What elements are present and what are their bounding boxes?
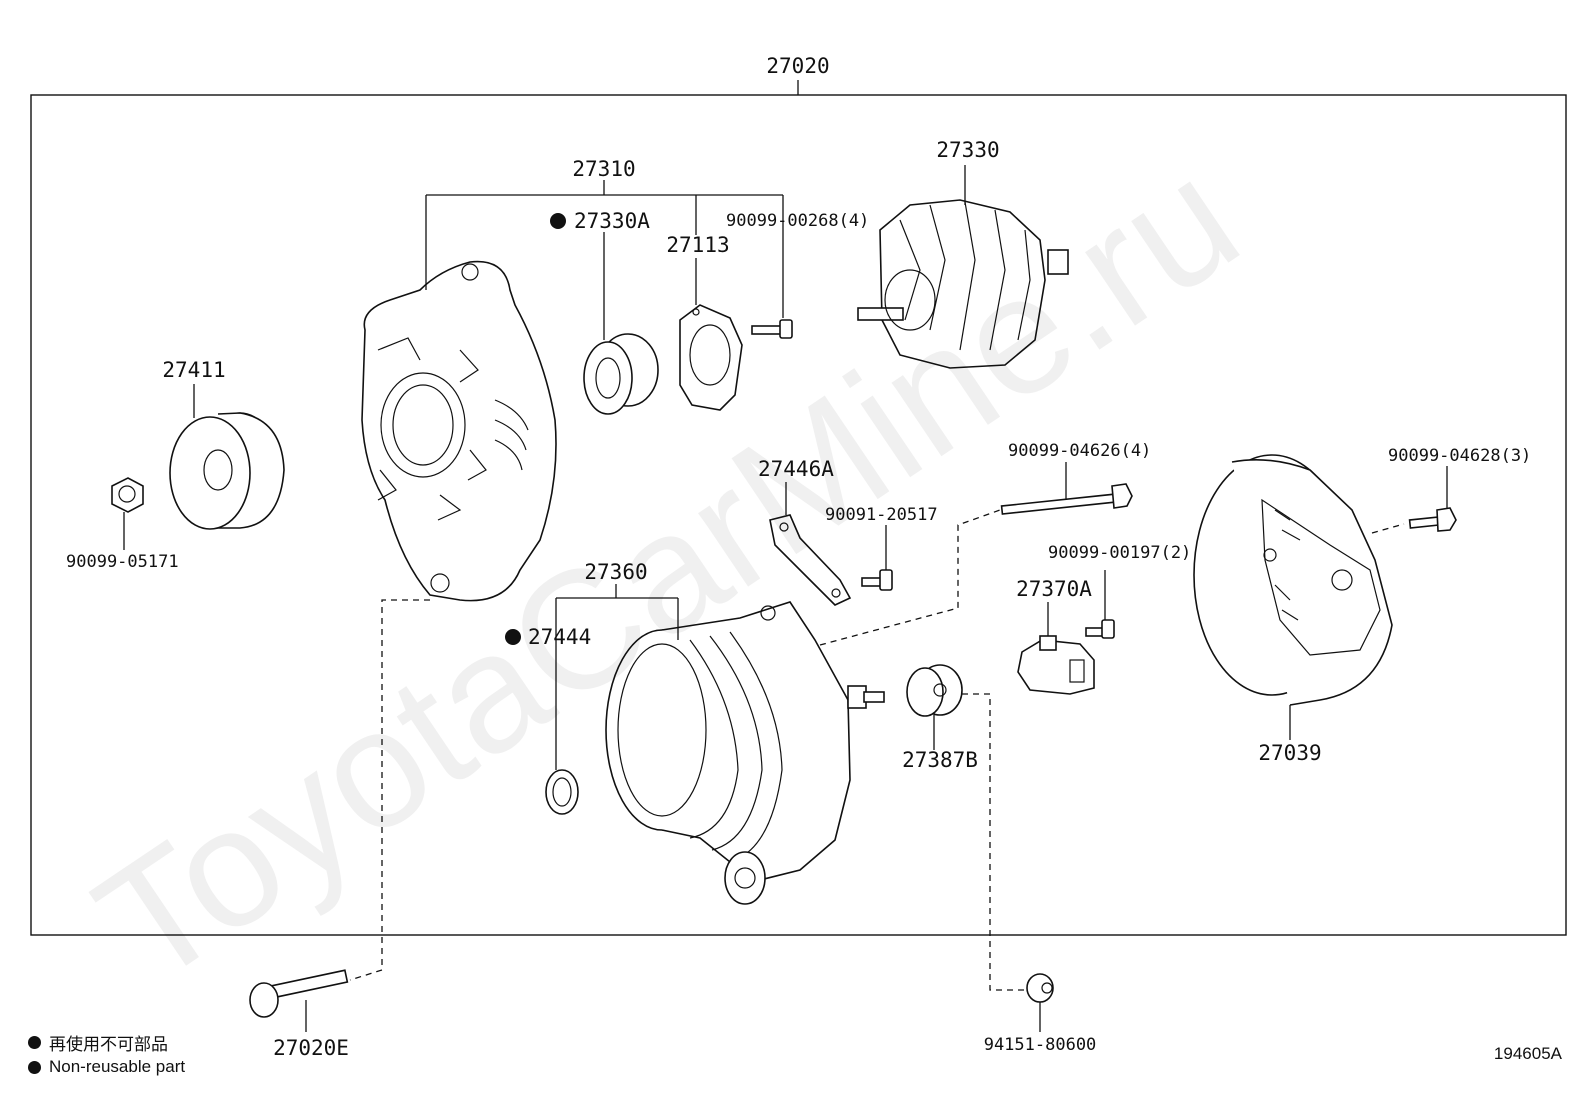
label-27020[interactable]: 27020 — [766, 54, 829, 78]
label-27113[interactable]: 27113 — [666, 233, 729, 257]
insulator-27387B — [906, 664, 963, 717]
label-90099-00197[interactable]: 90099-00197(2) — [1048, 543, 1191, 563]
non-reusable-marker-icon — [550, 213, 566, 229]
bearing-27330A — [583, 333, 659, 415]
washer-27444 — [545, 769, 579, 815]
retainer-27113 — [679, 304, 743, 411]
label-27330A[interactable]: 27330A — [574, 209, 650, 233]
label-90099-04626[interactable]: 90099-04626(4) — [1008, 441, 1151, 461]
label-27444[interactable]: 27444 — [528, 625, 591, 649]
drive-end-frame-27310 — [361, 260, 557, 602]
screw-90099-00268 — [751, 319, 793, 339]
bolt-27020E — [249, 969, 349, 1018]
pulley-27411 — [169, 412, 285, 530]
label-27387B[interactable]: 27387B — [902, 748, 978, 772]
legend-en-text: Non-reusable part — [49, 1057, 186, 1076]
label-27039[interactable]: 27039 — [1258, 741, 1321, 765]
label-94151-80600[interactable]: 94151-80600 — [984, 1035, 1097, 1055]
bracket-27446A — [769, 514, 852, 606]
relation-line-2 — [819, 509, 1001, 646]
legend-en: Non-reusable part — [28, 1057, 185, 1077]
relation-line-4 — [1371, 523, 1405, 534]
label-27310[interactable]: 27310 — [572, 157, 635, 181]
label-27411[interactable]: 27411 — [162, 358, 225, 382]
bolt-90099-04626 — [1000, 483, 1133, 515]
legend-jp: 再使用不可部品 — [28, 1030, 168, 1055]
label-27330[interactable]: 27330 — [936, 138, 999, 162]
filled-circle-icon — [28, 1060, 41, 1074]
label-90099-04628[interactable]: 90099-04628(3) — [1388, 446, 1531, 466]
nut-90099-05171 — [111, 477, 144, 513]
legend-jp-text: 再使用不可部品 — [49, 1035, 168, 1054]
rear-cover-27039 — [1193, 454, 1393, 706]
label-27360[interactable]: 27360 — [584, 560, 647, 584]
relation-line-1 — [349, 599, 430, 981]
label-90099-00268[interactable]: 90099-00268(4) — [726, 211, 869, 231]
brush-holder-27370A — [1017, 635, 1095, 695]
clip-94151-80600 — [1026, 973, 1054, 1003]
rotor-27330 — [857, 199, 1069, 369]
screw-90091-20517 — [861, 569, 893, 591]
document-id: 194605A — [1493, 1044, 1562, 1063]
label-27020E[interactable]: 27020E — [273, 1036, 349, 1060]
relation-line-3 — [962, 693, 1030, 991]
rectifier-end-frame-27360 — [605, 601, 885, 905]
screw-90099-00197 — [1085, 619, 1115, 639]
filled-circle-icon — [28, 1036, 41, 1049]
label-27446A[interactable]: 27446A — [758, 457, 834, 481]
bolt-90099-04628 — [1408, 507, 1457, 532]
non-reusable-marker-icon-2 — [505, 629, 521, 645]
label-90099-05171[interactable]: 90099-05171 — [66, 552, 179, 572]
label-90091-20517[interactable]: 90091-20517 — [825, 505, 938, 525]
label-27370A[interactable]: 27370A — [1016, 577, 1092, 601]
